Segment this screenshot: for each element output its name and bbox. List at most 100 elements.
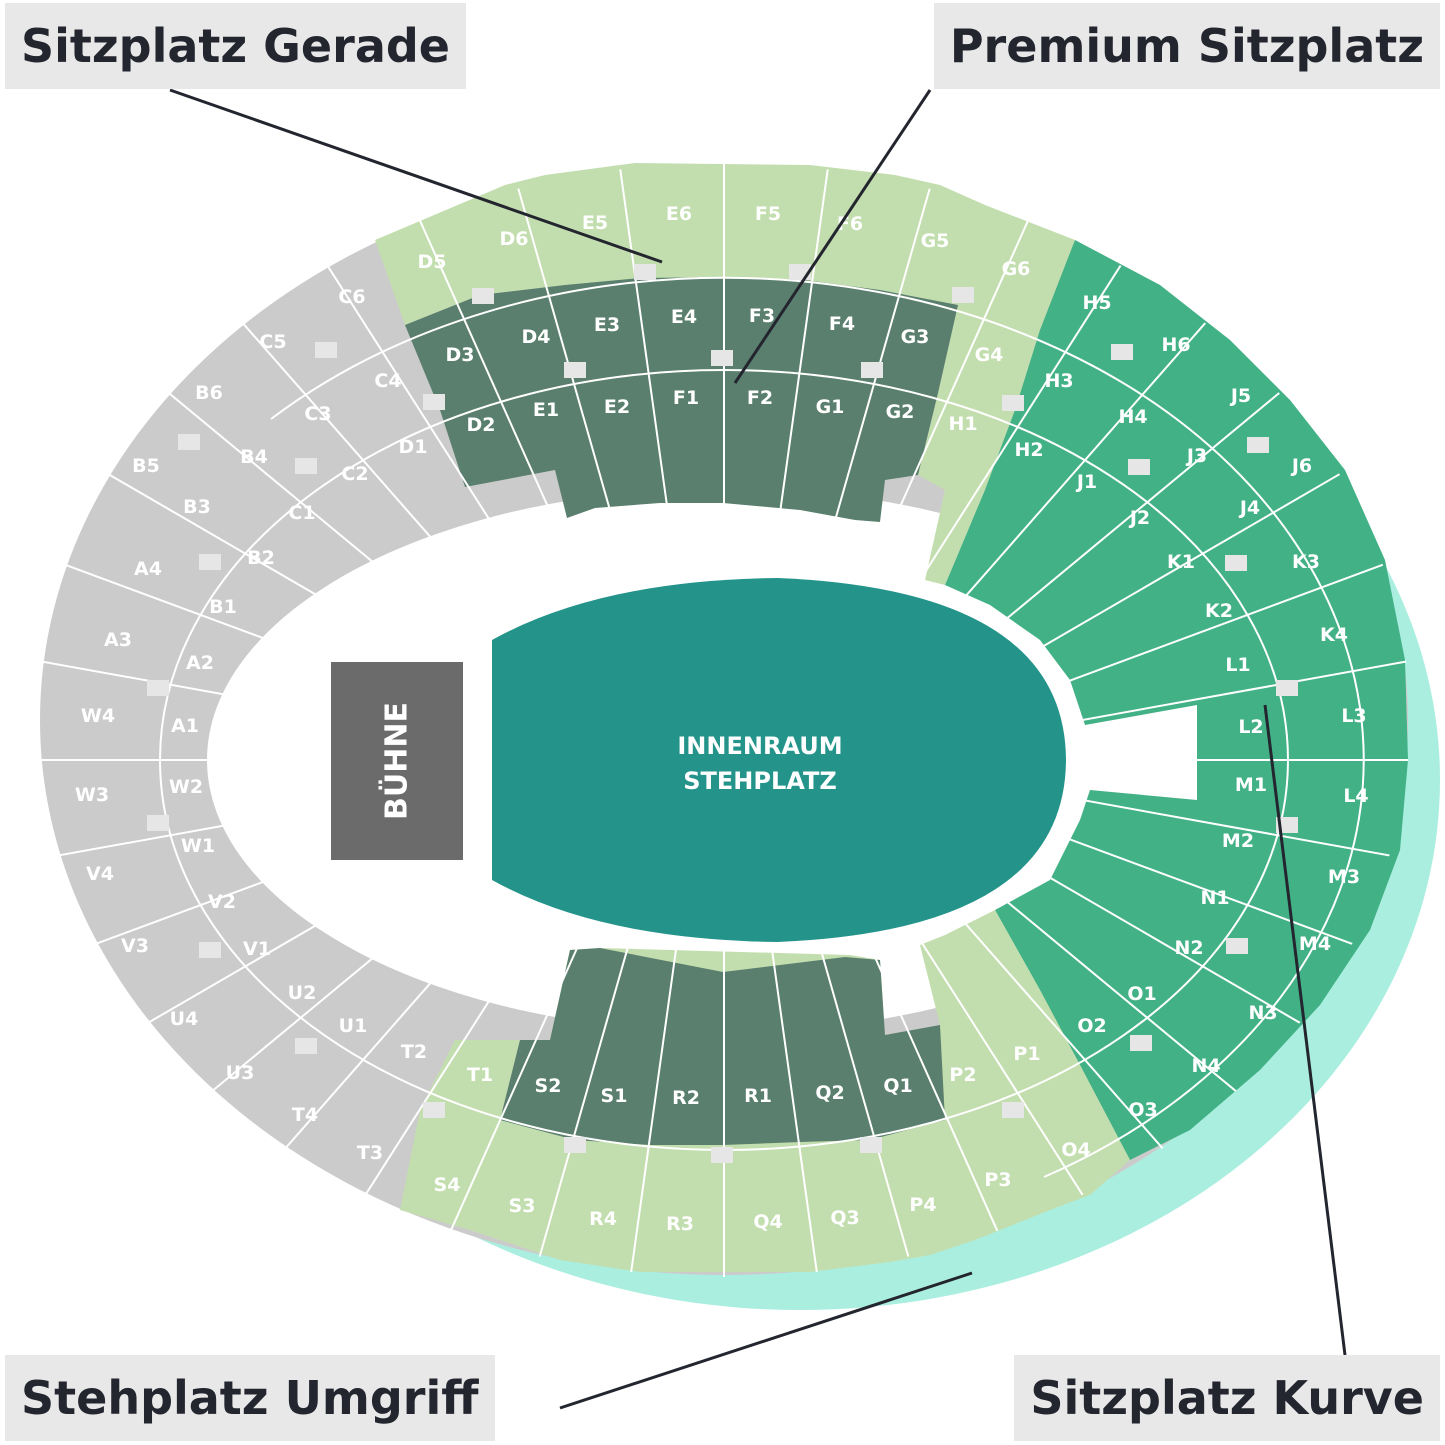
section-label-b6[interactable]: B6 (195, 382, 223, 404)
premium-zone-bottom[interactable] (500, 948, 945, 1145)
premium-zone-top[interactable] (405, 277, 958, 522)
section-label-b3[interactable]: B3 (183, 496, 211, 518)
section-label-j6[interactable]: J6 (1290, 455, 1312, 477)
section-label-k4[interactable]: K4 (1320, 624, 1348, 646)
section-label-g5[interactable]: G5 (921, 230, 950, 252)
section-label-e2[interactable]: E2 (604, 396, 630, 418)
section-label-a3[interactable]: A3 (104, 629, 132, 651)
section-label-r2[interactable]: R2 (672, 1087, 700, 1109)
section-label-w4[interactable]: W4 (81, 705, 115, 727)
section-label-j5[interactable]: J5 (1229, 385, 1251, 407)
section-label-t1[interactable]: T1 (467, 1064, 493, 1086)
section-label-d3[interactable]: D3 (446, 344, 475, 366)
section-label-w3[interactable]: W3 (75, 784, 109, 806)
section-label-h6[interactable]: H6 (1161, 334, 1190, 356)
section-label-p4[interactable]: P4 (909, 1194, 936, 1216)
section-label-b5[interactable]: B5 (132, 455, 160, 477)
section-label-w1[interactable]: W1 (181, 835, 215, 857)
section-label-u2[interactable]: U2 (288, 982, 317, 1004)
section-label-r3[interactable]: R3 (666, 1213, 694, 1235)
section-label-s4[interactable]: S4 (434, 1174, 461, 1196)
section-label-j2[interactable]: J2 (1128, 507, 1150, 529)
section-label-c2[interactable]: C2 (341, 463, 368, 485)
section-label-f1[interactable]: F1 (673, 387, 699, 409)
section-label-s2[interactable]: S2 (535, 1075, 562, 1097)
section-label-s1[interactable]: S1 (601, 1085, 628, 1107)
section-label-u1[interactable]: U1 (339, 1015, 368, 1037)
section-label-e1[interactable]: E1 (533, 399, 559, 421)
section-label-g1[interactable]: G1 (816, 396, 845, 418)
section-label-m3[interactable]: M3 (1328, 866, 1360, 888)
section-label-q2[interactable]: Q2 (815, 1082, 844, 1104)
section-label-d5[interactable]: D5 (418, 251, 447, 273)
section-label-u4[interactable]: U4 (170, 1008, 199, 1030)
section-label-v4[interactable]: V4 (86, 863, 114, 885)
section-label-l1[interactable]: L1 (1225, 654, 1250, 676)
section-label-d6[interactable]: D6 (500, 228, 529, 250)
section-label-c4[interactable]: C4 (374, 370, 401, 392)
section-label-t2[interactable]: T2 (401, 1041, 427, 1063)
section-label-f4[interactable]: F4 (829, 313, 855, 335)
section-label-p1[interactable]: P1 (1013, 1043, 1040, 1065)
straight-zone-top[interactable] (375, 163, 1075, 585)
section-label-k3[interactable]: K3 (1292, 551, 1320, 573)
section-label-j1[interactable]: J1 (1075, 471, 1097, 493)
section-label-m4[interactable]: M4 (1299, 933, 1331, 955)
section-label-h3[interactable]: H3 (1044, 370, 1073, 392)
section-label-q4[interactable]: Q4 (753, 1211, 782, 1233)
section-label-o2[interactable]: O2 (1077, 1015, 1106, 1037)
section-label-v2[interactable]: V2 (208, 891, 236, 913)
section-label-g3[interactable]: G3 (901, 326, 930, 348)
section-label-w2[interactable]: W2 (169, 776, 203, 798)
section-label-h4[interactable]: H4 (1118, 406, 1147, 428)
section-label-e3[interactable]: E3 (594, 314, 620, 336)
section-label-d1[interactable]: D1 (399, 436, 428, 458)
section-label-l2[interactable]: L2 (1238, 716, 1263, 738)
section-label-j4[interactable]: J4 (1238, 497, 1260, 519)
section-label-k1[interactable]: K1 (1167, 551, 1195, 573)
section-label-e6[interactable]: E6 (666, 203, 692, 225)
section-label-h2[interactable]: H2 (1014, 439, 1043, 461)
section-label-n2[interactable]: N2 (1174, 937, 1203, 959)
stage-buehne[interactable] (331, 662, 463, 860)
section-label-a1[interactable]: A1 (171, 715, 199, 737)
section-label-n3[interactable]: N3 (1248, 1002, 1277, 1024)
section-label-e4[interactable]: E4 (671, 306, 697, 328)
section-label-p2[interactable]: P2 (949, 1064, 976, 1086)
section-label-j3[interactable]: J3 (1185, 445, 1207, 467)
section-label-u3[interactable]: U3 (226, 1062, 255, 1084)
section-label-f2[interactable]: F2 (747, 387, 773, 409)
section-label-d4[interactable]: D4 (522, 326, 551, 348)
section-label-o4[interactable]: O4 (1061, 1139, 1090, 1161)
section-label-q1[interactable]: Q1 (883, 1075, 912, 1097)
section-label-n1[interactable]: N1 (1200, 887, 1229, 909)
section-label-h1[interactable]: H1 (948, 413, 977, 435)
section-label-d2[interactable]: D2 (467, 414, 496, 436)
section-label-b1[interactable]: B1 (209, 596, 237, 618)
section-label-g6[interactable]: G6 (1002, 258, 1031, 280)
section-label-r4[interactable]: R4 (589, 1208, 617, 1230)
section-label-m1[interactable]: M1 (1235, 774, 1267, 796)
section-label-f5[interactable]: F5 (755, 203, 781, 225)
section-label-a2[interactable]: A2 (186, 652, 214, 674)
section-label-m2[interactable]: M2 (1222, 830, 1254, 852)
section-label-t4[interactable]: T4 (292, 1104, 318, 1126)
section-label-f3[interactable]: F3 (749, 305, 775, 327)
section-label-o1[interactable]: O1 (1127, 983, 1156, 1005)
section-label-c3[interactable]: C3 (304, 403, 331, 425)
section-label-p3[interactable]: P3 (984, 1169, 1011, 1191)
section-label-q3[interactable]: Q3 (830, 1207, 859, 1229)
field-innenraum[interactable] (492, 578, 1066, 942)
section-label-a4[interactable]: A4 (134, 558, 162, 580)
section-label-t3[interactable]: T3 (357, 1142, 383, 1164)
section-label-n4[interactable]: N4 (1191, 1055, 1220, 1077)
section-label-c6[interactable]: C6 (338, 286, 365, 308)
section-label-b4[interactable]: B4 (240, 446, 268, 468)
section-label-e5[interactable]: E5 (582, 212, 608, 234)
section-label-k2[interactable]: K2 (1205, 600, 1233, 622)
section-label-b2[interactable]: B2 (247, 547, 275, 569)
section-label-v1[interactable]: V1 (243, 938, 271, 960)
section-label-g2[interactable]: G2 (886, 401, 915, 423)
section-label-l4[interactable]: L4 (1343, 785, 1368, 807)
section-label-o3[interactable]: O3 (1128, 1099, 1157, 1121)
